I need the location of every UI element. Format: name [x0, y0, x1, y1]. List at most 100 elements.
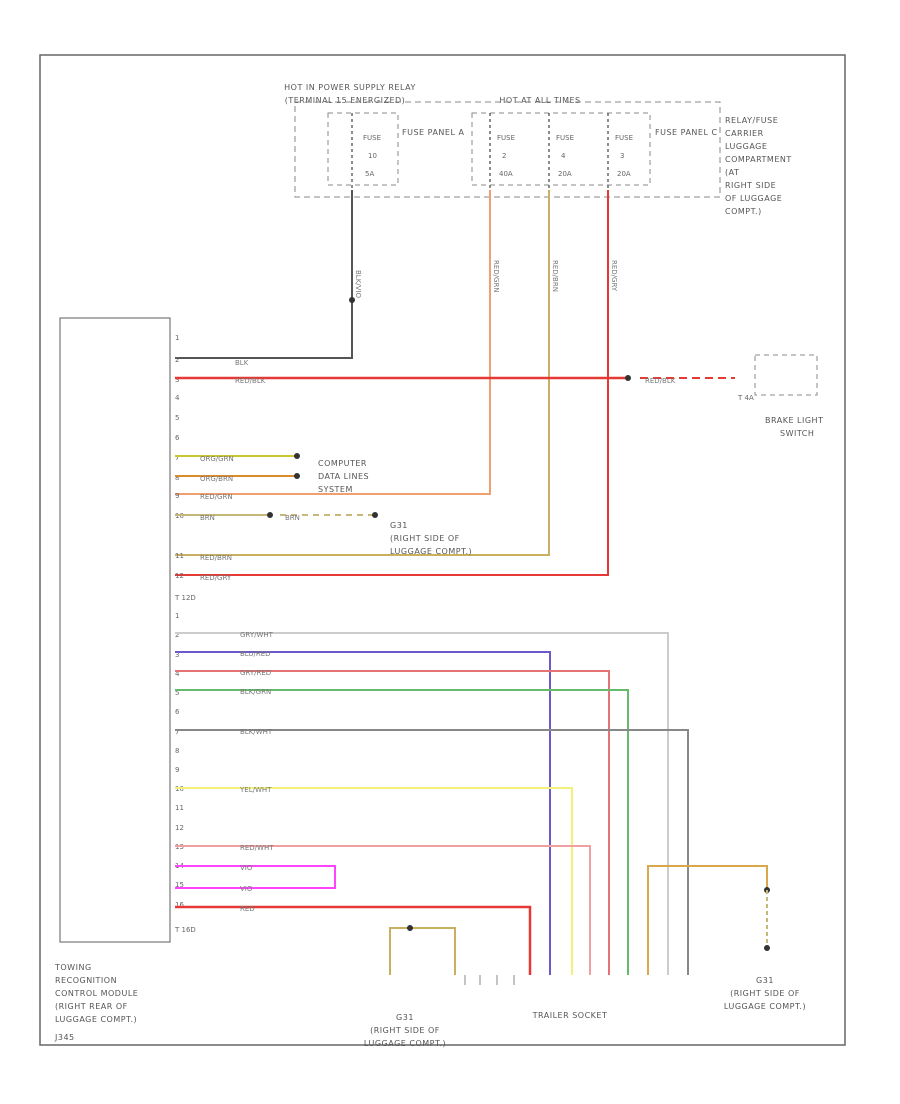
svg-text:6: 6 [175, 434, 180, 442]
svg-text:BLK/GRN: BLK/GRN [240, 688, 271, 696]
splice-dot [349, 297, 355, 303]
fuse-panel-c-box [471, 112, 651, 186]
bottom-wire-labels: GRY/WHT BLU/RED GRY/RED BLK/GRN BLK/WHT … [239, 631, 274, 913]
svg-text:1: 1 [175, 334, 179, 342]
ground-bottom-right-3: LUGGAGE COMPT.) [724, 1002, 806, 1011]
ground-bottom-left-2: (RIGHT SIDE OF [370, 1026, 440, 1035]
svg-text:11: 11 [175, 804, 184, 812]
bottom-wires [175, 632, 768, 975]
svg-text:(AT: (AT [725, 168, 739, 177]
feed-labels: BLK/VIO RED/GRN RED/BRN RED/GRY [354, 260, 618, 299]
svg-text:7: 7 [175, 454, 179, 462]
svg-text:RED/GRY: RED/GRY [610, 260, 618, 292]
hot-at-all-times: HOT AT ALL TIMES [499, 96, 580, 105]
computer-data-label-2: DATA LINES [318, 472, 369, 481]
svg-text:4: 4 [175, 394, 180, 402]
computer-data-label-1: COMPUTER [318, 459, 367, 468]
svg-text:RED/GRN: RED/GRN [492, 260, 500, 293]
relay-subtitle: (TERMINAL 15 ENERGIZED) [285, 96, 406, 105]
ground-wire-left [389, 927, 456, 975]
ground-center-1: G31 [390, 521, 408, 530]
svg-text:9: 9 [175, 492, 179, 500]
connector-top-label: T 12D [174, 594, 196, 602]
svg-text:FUSE: FUSE [556, 134, 574, 142]
svg-text:16: 16 [175, 901, 184, 909]
svg-text:9: 9 [175, 766, 179, 774]
svg-text:2: 2 [502, 152, 506, 160]
fuse-4: FUSE 4 20A [556, 134, 574, 178]
svg-text:BLK/VIO: BLK/VIO [354, 270, 362, 299]
top-wires [175, 376, 735, 516]
top-wire-dots [267, 375, 631, 518]
svg-text:RED/BRN: RED/BRN [551, 260, 559, 292]
ground-bottom-left-1: G31 [396, 1013, 414, 1022]
svg-text:CONTROL MODULE: CONTROL MODULE [55, 989, 138, 998]
feed-wires [175, 190, 609, 576]
svg-text:2: 2 [175, 631, 179, 639]
svg-text:RED: RED [240, 905, 255, 913]
fuse-2: FUSE 2 40A [497, 134, 515, 178]
svg-text:40A: 40A [499, 170, 513, 178]
splice-dot [764, 945, 770, 951]
top-wire-labels: BLK RED/BLK ORG/GRN ORG/BRN RED/GRN BRN … [200, 359, 676, 582]
svg-text:LUGGAGE: LUGGAGE [725, 142, 767, 151]
svg-text:COMPT.): COMPT.) [725, 207, 762, 216]
svg-text:7: 7 [175, 728, 179, 736]
svg-text:FUSE: FUSE [363, 134, 381, 142]
svg-text:RIGHT SIDE: RIGHT SIDE [725, 181, 776, 190]
svg-text:3: 3 [175, 376, 179, 384]
svg-text:RED/BLK: RED/BLK [235, 377, 266, 385]
ground-bottom-right-2: (RIGHT SIDE OF [730, 989, 800, 998]
svg-text:VIO: VIO [240, 864, 253, 872]
svg-text:5: 5 [175, 414, 179, 422]
svg-text:OF LUGGAGE: OF LUGGAGE [725, 194, 782, 203]
svg-text:ORG/GRN: ORG/GRN [200, 455, 234, 463]
svg-text:11: 11 [175, 552, 184, 560]
fuse-symbols [351, 113, 609, 190]
svg-text:3: 3 [175, 651, 179, 659]
svg-text:BRN: BRN [285, 514, 300, 522]
svg-text:RED/GRN: RED/GRN [200, 493, 233, 501]
brake-switch-label-2: SWITCH [780, 429, 814, 438]
svg-text:20A: 20A [558, 170, 572, 178]
ground-bottom-left-3: LUGGAGE COMPT.) [364, 1039, 446, 1048]
trailer-socket-pins [464, 975, 515, 985]
svg-text:FUSE: FUSE [615, 134, 633, 142]
svg-text:1: 1 [175, 612, 179, 620]
towing-module-box [59, 317, 171, 943]
svg-text:BRN: BRN [200, 514, 215, 522]
svg-text:8: 8 [175, 747, 179, 755]
ground-center-3: LUGGAGE COMPT.) [390, 547, 472, 556]
svg-text:12: 12 [175, 824, 184, 832]
svg-text:5: 5 [175, 689, 179, 697]
fuse-panel-a-box [327, 112, 399, 186]
svg-text:10: 10 [368, 152, 377, 160]
svg-text:RED/BRN: RED/BRN [200, 554, 232, 562]
svg-text:FUSE: FUSE [497, 134, 515, 142]
outer-frame [39, 54, 846, 1046]
brake-connector: T 4A [737, 394, 754, 402]
splice-dot [407, 925, 413, 931]
svg-text:RED/BLK: RED/BLK [645, 377, 676, 385]
svg-text:12: 12 [175, 572, 184, 580]
fuse-10: FUSE 10 5A [363, 134, 381, 178]
svg-text:BLK/WHT: BLK/WHT [240, 728, 273, 736]
svg-text:VIO: VIO [240, 885, 253, 893]
svg-text:4: 4 [561, 152, 566, 160]
svg-text:4: 4 [175, 670, 180, 678]
fuse-carrier-box [294, 101, 721, 198]
svg-text:RELAY/FUSE: RELAY/FUSE [725, 116, 778, 125]
svg-text:YEL/WHT: YEL/WHT [239, 786, 272, 794]
svg-text:8: 8 [175, 474, 179, 482]
svg-text:CARRIER: CARRIER [725, 129, 764, 138]
relay-title: HOT IN POWER SUPPLY RELAY [284, 83, 416, 92]
fuse-3: FUSE 3 20A [615, 134, 633, 178]
svg-text:5A: 5A [365, 170, 374, 178]
svg-text:COMPARTMENT: COMPARTMENT [725, 155, 792, 164]
fuse-panel-a-label: FUSE PANEL A [402, 128, 464, 137]
bottom-pin-numbers: 1 2 3 4 5 6 7 8 9 10 11 12 13 14 15 16 [175, 612, 184, 909]
svg-text:BLU/RED: BLU/RED [240, 650, 271, 658]
brake-switch-label-1: BRAKE LIGHT [765, 416, 823, 425]
